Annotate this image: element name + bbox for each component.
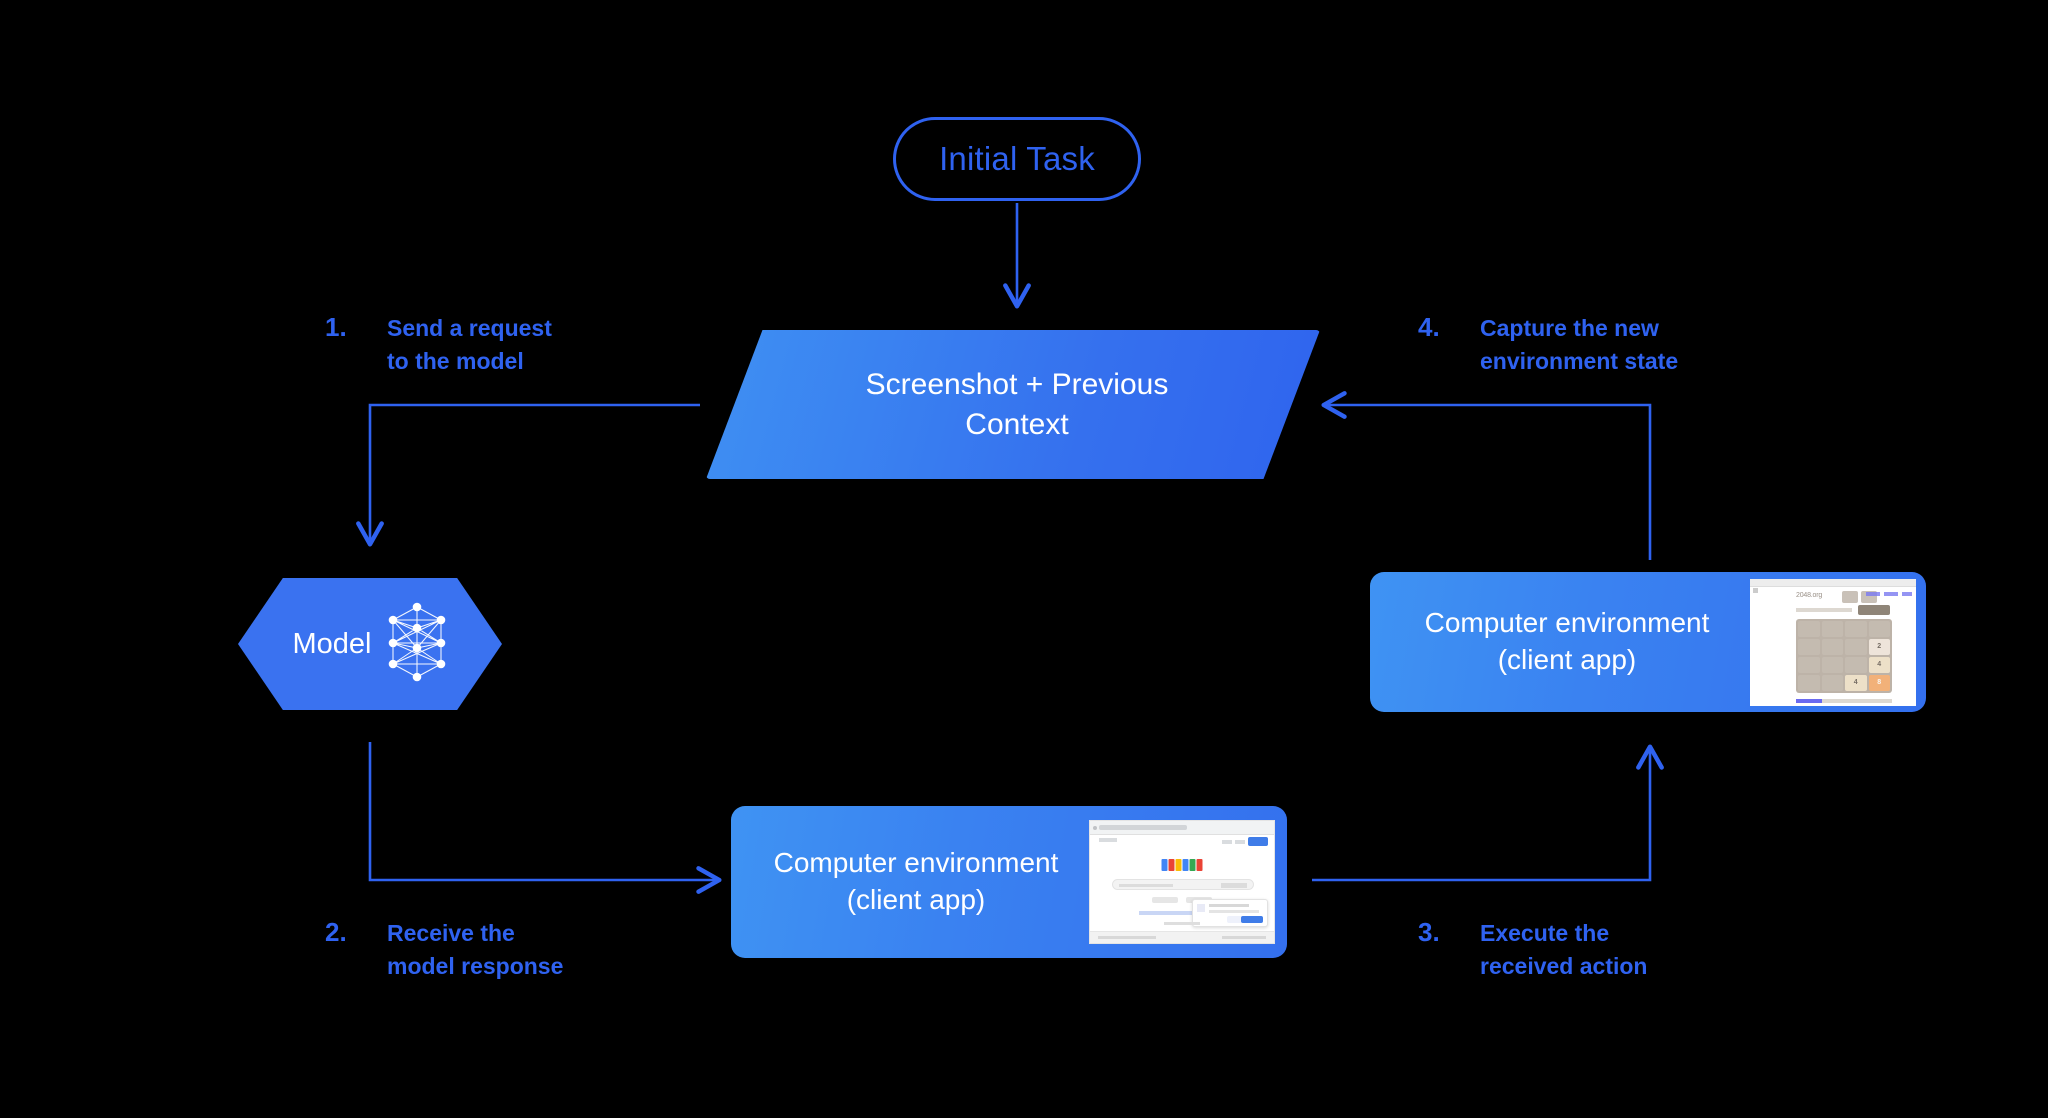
popup-title (1209, 904, 1249, 907)
right-env-line2: (client app) (1497, 644, 1637, 675)
account-popup-dialog (1192, 899, 1268, 927)
tile (1821, 638, 1843, 655)
tile (1845, 656, 1867, 673)
popup-primary-button (1241, 916, 1263, 923)
browser-dot (1753, 587, 1758, 593)
wire-context-to-model (356, 403, 700, 547)
google-search-button (1152, 897, 1178, 903)
tile: 2 (1868, 638, 1890, 655)
footer-links-left (1098, 936, 1156, 939)
initial-task-label: Initial Task (939, 140, 1095, 177)
tile (1798, 656, 1820, 673)
step-1-label: 1. Send a request to the model (325, 312, 552, 377)
game-title: 2048.org (1796, 591, 1823, 599)
search-icons (1221, 883, 1247, 888)
step-4-line2: environment state (1480, 347, 1679, 374)
bottom-env-label: Computer environment (client app) (731, 845, 1087, 919)
bottom-env-line2: (client app) (846, 884, 986, 915)
tile (1845, 638, 1867, 655)
step-1-text: Send a request to the model (387, 312, 552, 377)
wire-model-to-bottom-env (368, 742, 722, 894)
google-logo (1161, 859, 1203, 871)
tile: 4 (1868, 656, 1890, 673)
browser-titlebar (1750, 578, 1916, 587)
step-1-number: 1. (325, 312, 347, 342)
language-links (1139, 911, 1225, 915)
game-2048-screenshot-thumbnail: 2048.org 2 (1750, 578, 1916, 706)
tile (1845, 620, 1867, 637)
context-node-line1: Screenshot + Previous (865, 367, 1169, 401)
gmail-link (1222, 839, 1232, 844)
step-2-line1: Receive the (387, 920, 515, 946)
right-env-line1: Computer environment (1424, 607, 1710, 639)
step-3-line2: received action (1480, 952, 1648, 979)
step-4-label: 4. Capture the new environment state (1418, 312, 1678, 377)
page-subheader (1099, 838, 1117, 842)
neural-network-icon (386, 600, 448, 689)
computer-environment-bottom-node[interactable]: Computer environment (client app) (731, 806, 1287, 958)
popup-body (1209, 910, 1259, 913)
step-3-label: 3. Execute the received action (1418, 917, 1647, 982)
tile (1798, 674, 1820, 691)
step-4-number: 4. (1418, 312, 1440, 342)
images-link (1235, 839, 1245, 844)
search-input (1112, 879, 1254, 890)
right-env-label: Computer environment (client app) (1370, 605, 1750, 679)
footer-links-right (1222, 936, 1266, 939)
game-grid: 2 4 4 8 (1796, 618, 1892, 693)
tile (1868, 620, 1890, 637)
computer-environment-right-node[interactable]: Computer environment (client app) 2048.o… (1370, 572, 1926, 712)
context-node[interactable]: Screenshot + Previous Context (706, 330, 1320, 479)
popup-secondary-button (1227, 916, 1245, 923)
account-icon (1197, 904, 1205, 912)
step-1-line2: to the model (387, 347, 524, 374)
wire-right-env-to-context (1321, 391, 1652, 560)
model-node[interactable]: Model (238, 578, 502, 710)
step-2-number: 2. (325, 917, 347, 947)
tile (1798, 620, 1820, 637)
new-game-button (1858, 604, 1890, 615)
header-links (1866, 591, 1912, 596)
tile: 8 (1868, 674, 1890, 691)
sign-in-button (1248, 837, 1268, 846)
browser-dot (1093, 826, 1097, 830)
tile (1821, 656, 1843, 673)
step-1-line1: Send a request (387, 315, 552, 341)
google-search-screenshot-thumbnail (1089, 820, 1275, 944)
context-node-shape (706, 330, 1320, 479)
model-node-content: Model (238, 578, 502, 710)
score-box (1842, 590, 1858, 603)
step-2-text: Receive the model response (387, 917, 563, 982)
model-node-label: Model (292, 627, 372, 660)
wire-bottom-env-to-right-env (1312, 744, 1664, 882)
address-bar (1099, 825, 1187, 830)
step-3-number: 3. (1418, 917, 1440, 947)
instructions-text (1796, 607, 1852, 612)
context-node-line2: Context (965, 407, 1069, 441)
context-node-label: Screenshot + Previous Context (706, 330, 1320, 479)
right-env-thumbnail-slot: 2048.org 2 (1750, 572, 1926, 712)
step-3-line1: Execute the (1480, 920, 1610, 946)
step-3-text: Execute the received action (1480, 917, 1647, 982)
header-actions (1222, 837, 1268, 846)
initial-task-node[interactable]: Initial Task (893, 117, 1141, 201)
search-placeholder (1119, 884, 1173, 887)
step-2-label: 2. Receive the model response (325, 917, 563, 982)
tile (1798, 638, 1820, 655)
bottom-env-line1: Computer environment (773, 847, 1059, 879)
step-4-text: Capture the new environment state (1480, 312, 1678, 377)
tile (1821, 674, 1843, 691)
bottom-env-thumbnail-slot (1087, 806, 1287, 958)
step-2-line2: model response (387, 952, 564, 979)
page-footer (1090, 922, 1274, 943)
footer-country (1164, 922, 1200, 925)
model-node-shape (238, 578, 502, 710)
tile (1821, 620, 1843, 637)
game-footer (1796, 698, 1892, 703)
step-4-line1: Capture the new (1480, 315, 1659, 341)
tile: 4 (1845, 674, 1867, 691)
